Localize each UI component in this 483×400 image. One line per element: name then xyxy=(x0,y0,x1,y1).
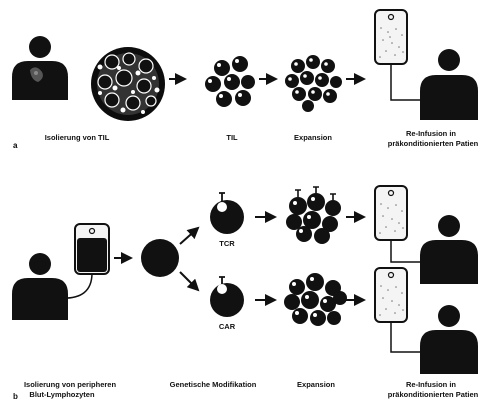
arrow-icon xyxy=(179,271,200,292)
lymphocyte-icon xyxy=(141,239,179,277)
panel-a-letter: a xyxy=(13,141,18,150)
car-receptor-icon xyxy=(210,276,244,317)
infusion-bag-icon xyxy=(374,9,436,101)
tcr-receptor-icon xyxy=(210,192,244,234)
label-isolation-pbl-line2: Blut-Lymphozyten xyxy=(29,390,95,399)
patient-icon xyxy=(12,253,93,320)
label-reinfusion-b-line2: präkonditionierten Patien xyxy=(388,390,479,399)
cell-cluster-icon xyxy=(205,56,255,107)
cell-cluster-icon xyxy=(284,273,347,326)
label-genetic-modification: Genetische Modifikation xyxy=(170,380,257,389)
patient-icon xyxy=(420,49,478,120)
label-expansion-a: Expansion xyxy=(294,133,332,142)
patient-icon xyxy=(12,36,68,100)
label-isolation-til: Isolierung von TIL xyxy=(45,133,110,142)
label-expansion-b: Expansion xyxy=(297,380,335,389)
panel-b-letter: b xyxy=(13,392,18,400)
label-reinfusion-b-line1: Re-Infusion in xyxy=(406,380,456,389)
cell-cluster-icon xyxy=(286,186,341,244)
label-til: TIL xyxy=(226,133,238,142)
tumor-icon xyxy=(91,47,165,121)
arrow-icon xyxy=(179,226,200,245)
infusion-bag-icon xyxy=(374,267,436,353)
label-tcr: TCR xyxy=(219,239,235,248)
infusion-bag-icon xyxy=(74,223,110,275)
label-car: CAR xyxy=(219,322,236,331)
label-reinfusion-a-line1: Re-Infusion in xyxy=(406,129,456,138)
label-isolation-pbl-line1: Isolierung von peripheren xyxy=(24,380,117,389)
label-reinfusion-a-line2: präkonditionierten Patien xyxy=(388,139,479,148)
patient-icon xyxy=(420,305,478,374)
cell-cluster-icon xyxy=(285,55,342,112)
patient-icon xyxy=(420,215,478,284)
